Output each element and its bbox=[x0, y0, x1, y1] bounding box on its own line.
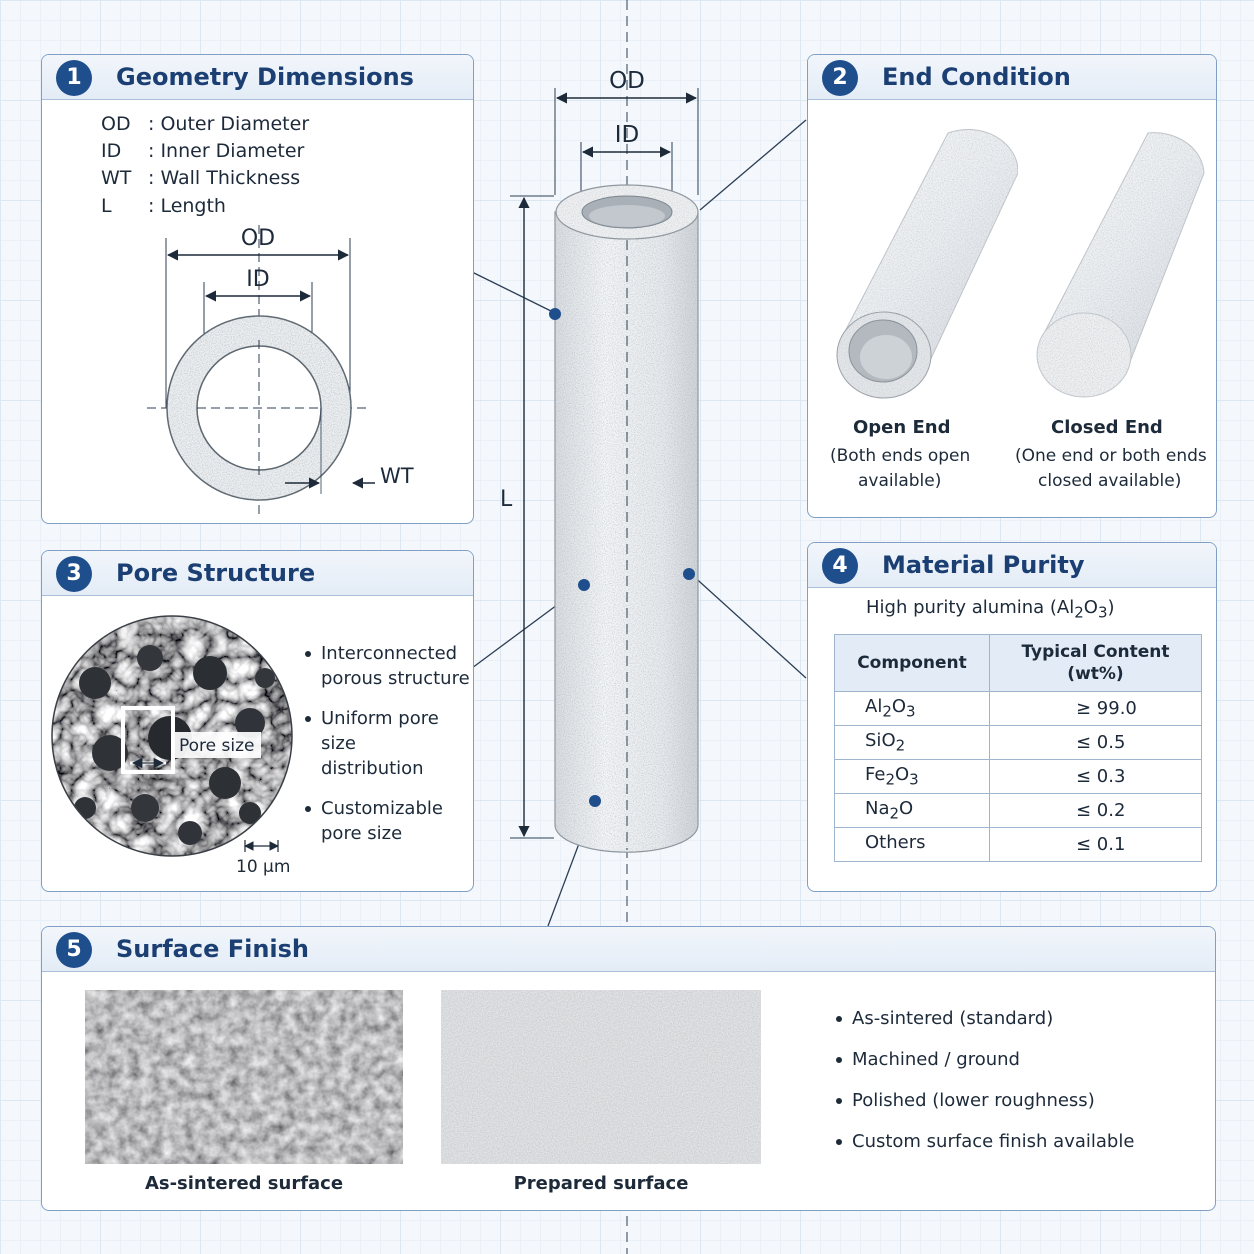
open-end-tube bbox=[836, 129, 1018, 399]
component-cell: Fe2O3 bbox=[834, 759, 990, 794]
prepared-surface-image bbox=[441, 990, 761, 1164]
list-item: Custom surface finish available bbox=[834, 1129, 1134, 1154]
surface-finish-title: Surface Finish bbox=[116, 935, 310, 963]
legend-desc-l: : Length bbox=[148, 195, 226, 217]
end-condition-number-badge: 2 bbox=[822, 60, 858, 96]
prepared-caption: Prepared surface bbox=[513, 1173, 689, 1194]
od-label: OD bbox=[609, 68, 645, 94]
legend-desc-wt: : Wall Thickness bbox=[148, 167, 301, 189]
end-condition-title: End Condition bbox=[882, 63, 1071, 91]
list-item: As-sintered (standard) bbox=[834, 1006, 1134, 1031]
component-cell: Na2O bbox=[834, 793, 990, 828]
legend-key-wt: WT bbox=[101, 167, 132, 189]
pore-structure-number-badge: 3 bbox=[56, 556, 92, 592]
end-condition-panel: 2 End Condition Open End (Both ends open… bbox=[807, 54, 1217, 518]
diagram-wt-label: WT bbox=[380, 464, 414, 488]
component-cell: Others bbox=[834, 827, 990, 862]
list-item: Interconnected porous structure bbox=[303, 641, 473, 691]
open-end-title: Open End bbox=[853, 417, 951, 438]
open-end-note-line1: (Both ends open bbox=[830, 446, 971, 466]
list-item: Customizable pore size bbox=[303, 796, 473, 846]
legend-desc-od: : Outer Diameter bbox=[148, 113, 310, 135]
closed-end-tube bbox=[1036, 132, 1205, 398]
closed-end-note-line2: closed available) bbox=[1038, 471, 1182, 491]
material-purity-panel: 4 Material Purity High purity alumina (A… bbox=[807, 542, 1217, 892]
pore-feature-list: Interconnected porous structure Uniform … bbox=[303, 641, 473, 846]
composition-table: Component Typical Content (wt%) Al2O3 ≥ … bbox=[834, 634, 1202, 862]
material-purity-number-badge: 4 bbox=[822, 548, 858, 584]
surface-finish-panel: 5 Surface Finish As-sintered surface Pre… bbox=[41, 926, 1216, 1211]
length-label: L bbox=[500, 487, 513, 512]
table-header-row: Component Typical Content (wt%) bbox=[834, 634, 1202, 692]
center-tube: OD ID L bbox=[500, 68, 699, 853]
list-item: Machined / ground bbox=[834, 1047, 1134, 1072]
material-purity-panel-header: 4 Material Purity bbox=[808, 543, 1216, 588]
closed-end-note-line1: (One end or both ends bbox=[1015, 446, 1207, 466]
closed-end-title: Closed End bbox=[1051, 417, 1163, 438]
list-item: Uniform pore size distribution bbox=[303, 706, 473, 781]
geometry-title: Geometry Dimensions bbox=[116, 63, 414, 91]
purity-subtitle: High purity alumina (Al2O3) bbox=[866, 597, 1115, 622]
table-row: Na2O ≤ 0.2 bbox=[834, 793, 1202, 828]
legend-key-id: ID bbox=[101, 140, 122, 162]
content-cell: ≤ 0.5 bbox=[989, 725, 1202, 760]
pore-structure-panel: 3 Pore Structure Pore size bbox=[41, 550, 474, 892]
component-cell: Al2O3 bbox=[834, 691, 990, 726]
cross-section-diagram: OD ID WT bbox=[147, 225, 414, 515]
table-row: Al2O3 ≥ 99.0 bbox=[834, 691, 1202, 726]
surface-finish-list: As-sintered (standard) Machined / ground… bbox=[834, 1006, 1134, 1154]
end-condition-panel-header: 2 End Condition bbox=[808, 55, 1216, 100]
table-row: SiO2 ≤ 0.5 bbox=[834, 725, 1202, 760]
as-sintered-surface-image bbox=[85, 990, 403, 1164]
content-cell: ≤ 0.3 bbox=[989, 759, 1202, 794]
open-end-note-line2: available) bbox=[858, 471, 942, 491]
list-item: Polished (lower roughness) bbox=[834, 1088, 1134, 1113]
id-label: ID bbox=[615, 122, 640, 148]
legend-desc-id: : Inner Diameter bbox=[148, 140, 305, 162]
component-cell: SiO2 bbox=[834, 725, 990, 760]
content-cell: ≤ 0.1 bbox=[989, 827, 1202, 862]
geometry-panel: 1 Geometry Dimensions OD : Outer Diamete… bbox=[41, 54, 474, 524]
pore-micrograph: Pore size 10 µm bbox=[51, 615, 293, 877]
geometry-panel-header: 1 Geometry Dimensions bbox=[42, 55, 473, 100]
material-purity-title: Material Purity bbox=[882, 551, 1085, 579]
legend-key-l: L bbox=[101, 195, 112, 217]
content-cell: ≥ 99.0 bbox=[989, 691, 1202, 726]
pore-structure-title: Pore Structure bbox=[116, 559, 316, 587]
diagram-id-label: ID bbox=[246, 267, 269, 292]
diagram-od-label: OD bbox=[241, 226, 275, 251]
geometry-number-badge: 1 bbox=[56, 60, 92, 96]
surface-finish-panel-header: 5 Surface Finish bbox=[42, 927, 1215, 972]
column-header-content: Typical Content (wt%) bbox=[989, 634, 1202, 692]
table-row: Fe2O3 ≤ 0.3 bbox=[834, 759, 1202, 794]
pore-structure-panel-header: 3 Pore Structure bbox=[42, 551, 473, 596]
surface-finish-number-badge: 5 bbox=[56, 932, 92, 968]
pore-size-label: Pore size bbox=[179, 736, 255, 756]
legend-key-od: OD bbox=[101, 113, 131, 135]
content-cell: ≤ 0.2 bbox=[989, 793, 1202, 828]
column-header-component: Component bbox=[834, 634, 990, 692]
scale-bar-label: 10 µm bbox=[236, 857, 290, 877]
table-row: Others ≤ 0.1 bbox=[834, 827, 1202, 862]
as-sintered-caption: As-sintered surface bbox=[144, 1173, 344, 1194]
